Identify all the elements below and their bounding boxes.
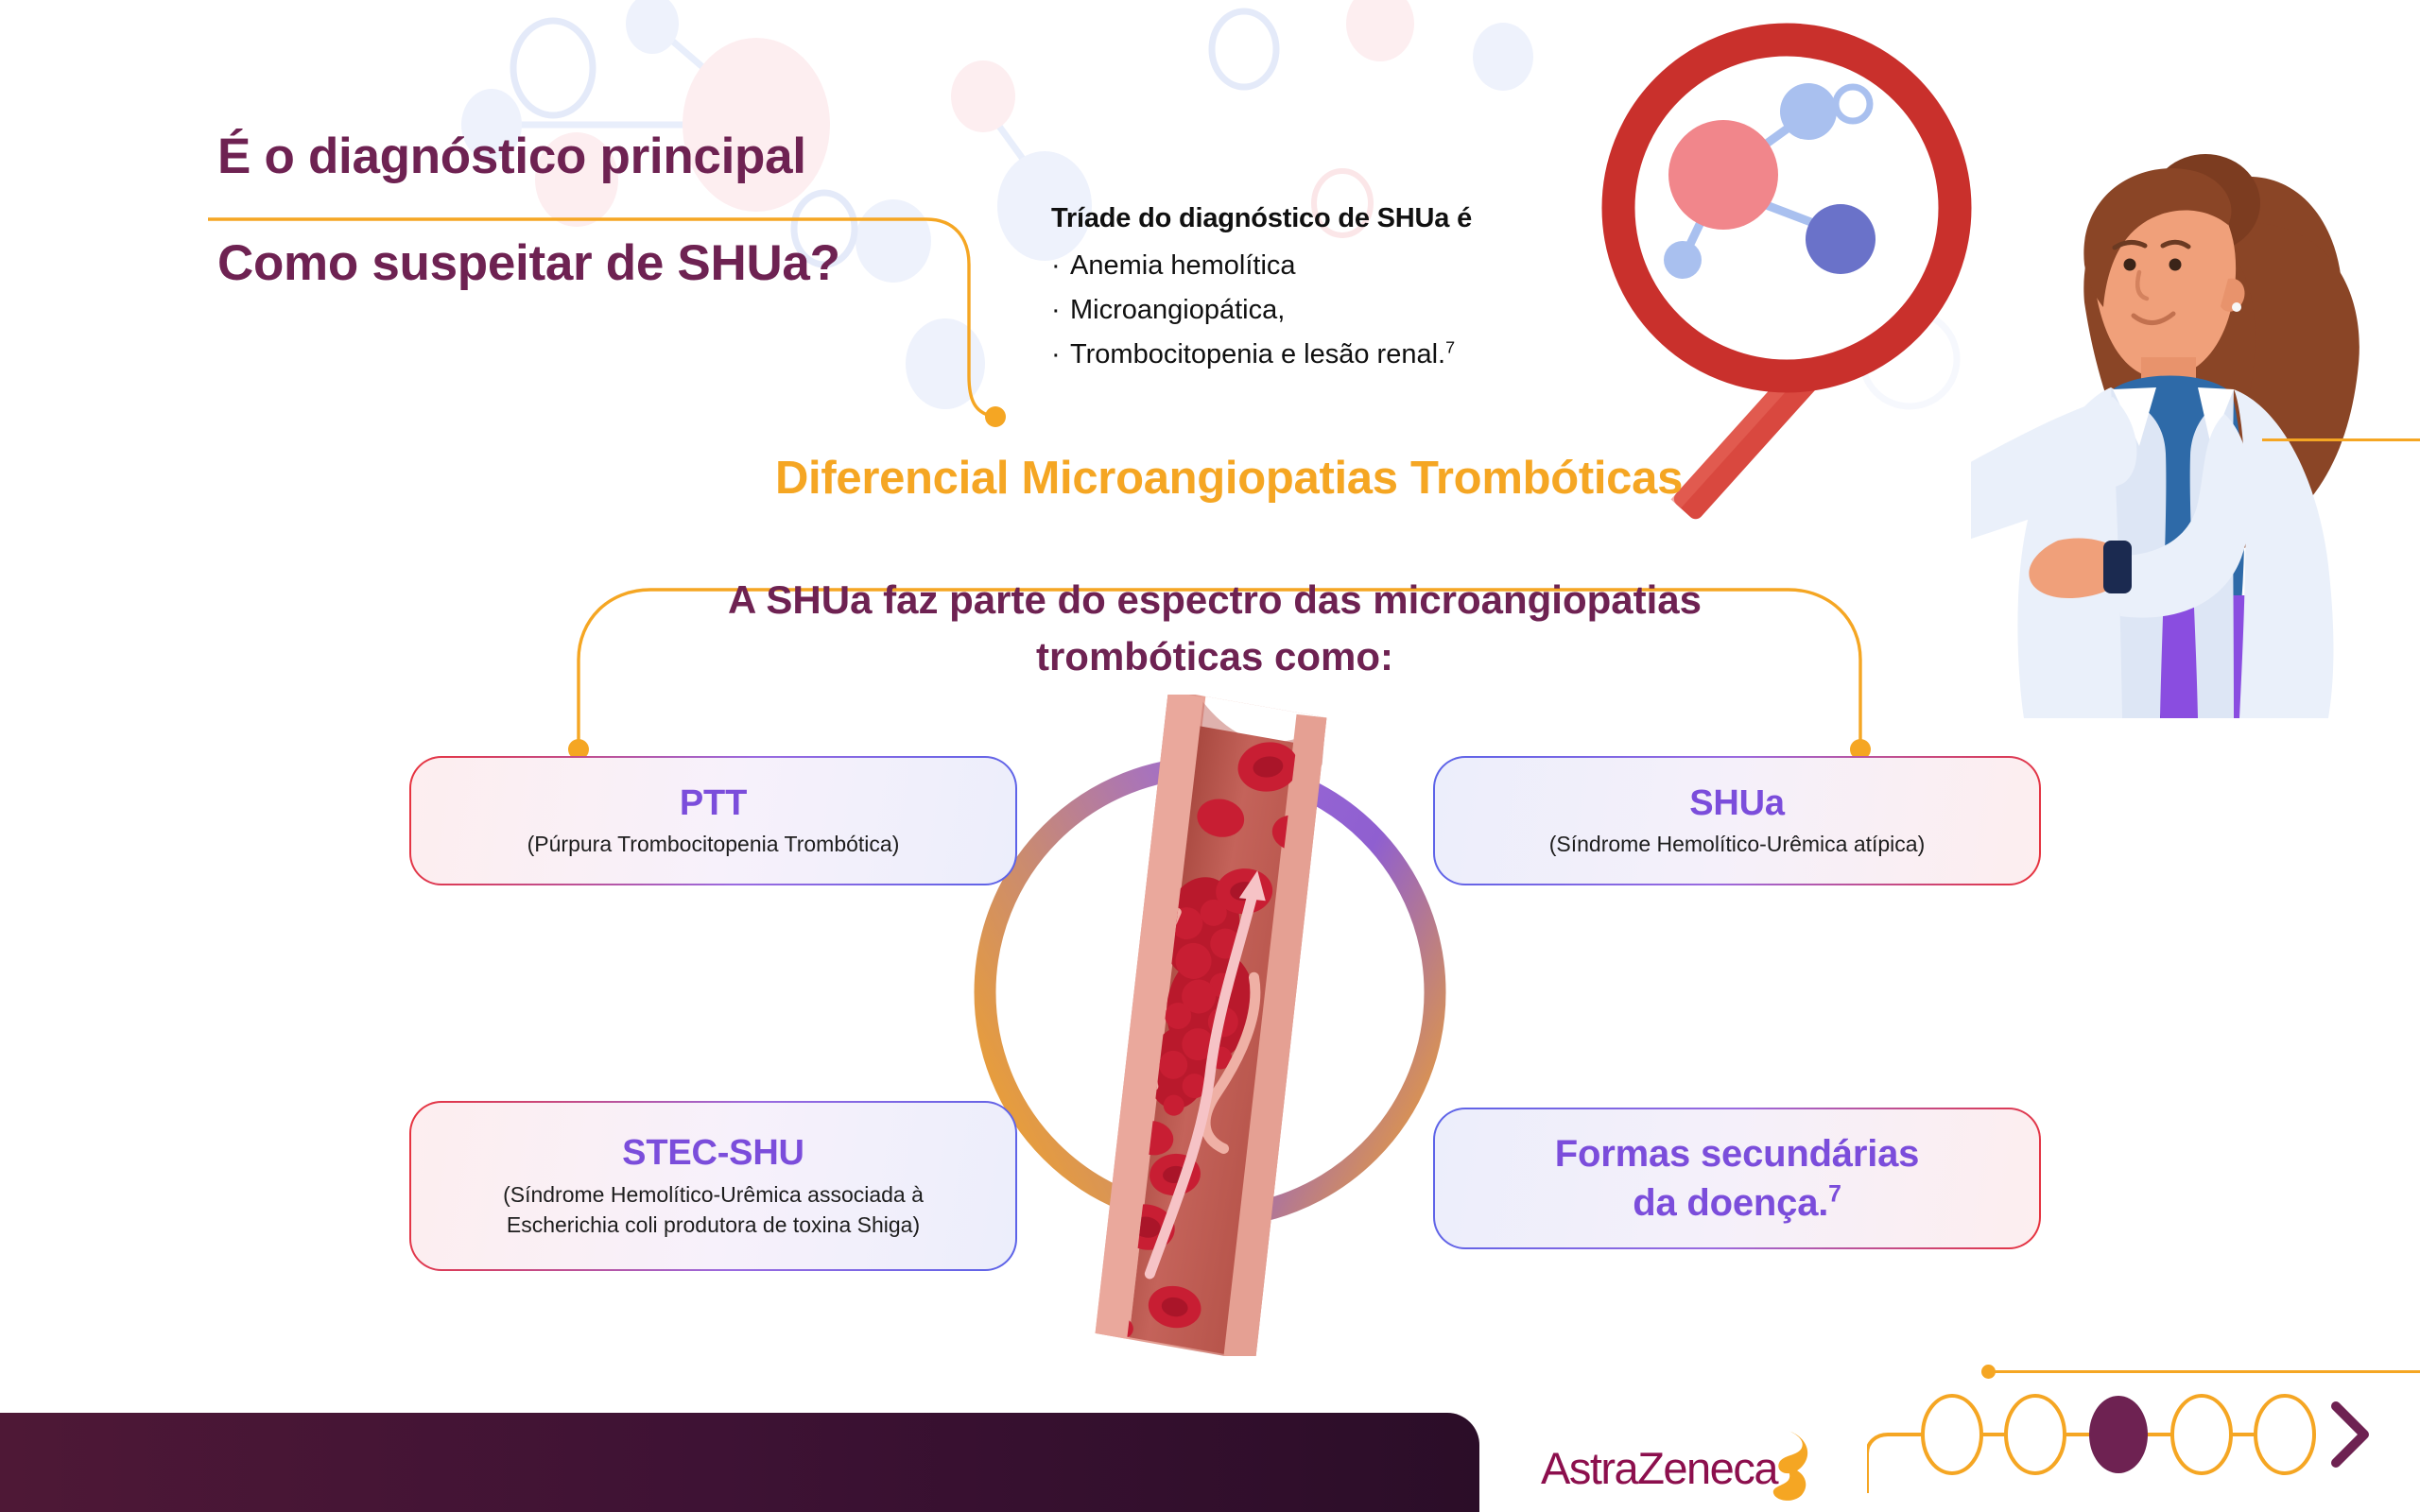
blood-vessel-illustration [1095,695,1327,1356]
triad-block: Tríade do diagnóstico de SHUa é ·Anemia … [1051,203,1637,377]
card-stec-shu-title: STEC-SHU [622,1133,804,1174]
card-ptt[interactable]: PTT (Púrpura Trombocitopenia Trombótica) [409,756,1017,885]
card-shua-title: SHUa [1689,782,1785,823]
card-formas-secundarias[interactable]: Formas secundárias da doença.7 [1433,1108,2041,1249]
section-subtitle-line-1: A SHUa faz parte do espectro das microan… [727,577,1703,622]
bullet-icon: · [1051,294,1061,325]
card-stec-shu-subtitle-line-1: (Síndrome Hemolítico-Urêmica associada à [503,1181,924,1207]
doctor-illustration [1971,154,2360,718]
page-title-block: É o diagnóstico principal Como suspeitar… [217,128,936,292]
right-edge-rule-top [2262,438,2420,441]
header-orange-bracket [208,217,1006,427]
card-ptt-subtitle: (Púrpura Trombocitopenia Trombótica) [527,832,900,857]
triad-item-3: ·Trombocitopenia e lesão renal.7 [1051,333,1637,377]
astrazeneca-helix-icon [1772,1431,1808,1501]
section-heading: Diferencial Microangiopatias Trombóticas [774,453,1684,504]
footer-orange-rule [1985,1370,2420,1373]
triad-reference: 7 [1445,337,1456,357]
card-formas-reference: 7 [1828,1181,1841,1208]
next-chevron-icon[interactable] [2331,1401,2369,1468]
astrazeneca-logo: AstraZeneca [1541,1431,1808,1501]
footer-bar [0,1413,1479,1512]
pagination-dot-4[interactable] [2170,1394,2233,1475]
pagination-dot-5[interactable] [2254,1394,2316,1475]
magnifying-glass-illustration [1601,23,1972,520]
astrazeneca-wordmark: AstraZeneca [1541,1443,1779,1493]
bullet-icon: · [1051,250,1061,281]
pagination-dot-2[interactable] [2004,1394,2066,1475]
card-stec-shu-subtitle-line-2: Escherichia coli produtora de toxina Shi… [506,1212,921,1238]
card-stec-shu[interactable]: STEC-SHU (Síndrome Hemolítico-Urêmica as… [409,1101,1017,1271]
bullet-icon: · [1051,338,1061,369]
page-title-line-1: É o diagnóstico principal [217,129,806,184]
card-ptt-title: PTT [679,782,748,823]
triad-item-1: ·Anemia hemolítica [1051,244,1637,288]
section-subtitle: A SHUa faz parte do espectro das microan… [605,572,1824,686]
pagination[interactable] [1867,1389,2396,1512]
subtitle-orange-bracket [568,588,1871,760]
section-subtitle-line-2: trombóticas como: [1035,634,1394,679]
triad-heading: Tríade do diagnóstico de SHUa é [1051,203,1472,233]
page-title-line-2: Como suspeitar de SHUa? [217,235,840,291]
card-formas-title-line-1: Formas secundárias [1554,1133,1920,1175]
triad-item-2: ·Microangiopática, [1051,288,1637,333]
pagination-dot-1[interactable] [1921,1394,1983,1475]
card-formas-title-line-2: da doença. [1633,1182,1829,1224]
card-shua-subtitle: (Síndrome Hemolítico-Urêmica atípica) [1548,832,1926,857]
card-formas-secundarias-title: Formas secundárias da doença.7 [1460,1129,2014,1228]
card-stec-shu-subtitle: (Síndrome Hemolítico-Urêmica associada à… [436,1179,991,1241]
card-shua[interactable]: SHUa (Síndrome Hemolítico-Urêmica atípic… [1433,756,2041,885]
pagination-dot-3-active[interactable] [2089,1396,2148,1473]
